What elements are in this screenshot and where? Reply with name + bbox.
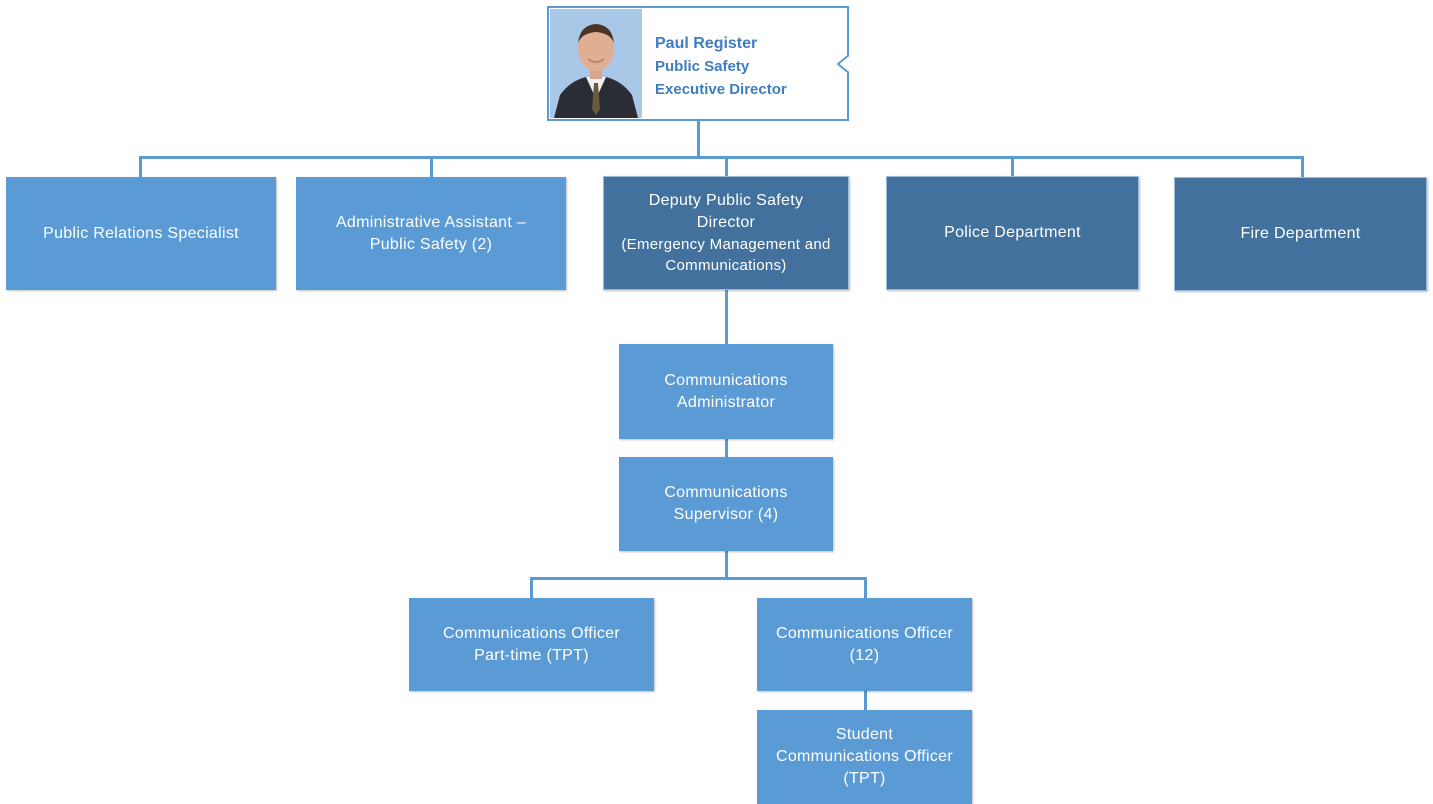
connector-deputy-to-admin [725, 290, 728, 345]
connector-officers-horizontal [530, 577, 867, 580]
box-public-relations-specialist[interactable]: Public Relations Specialist [6, 177, 276, 290]
executive-card[interactable]: Paul Register Public Safety Executive Di… [547, 6, 849, 121]
connector-to-public-relations [139, 156, 142, 178]
collapse-caret-icon[interactable] [837, 55, 849, 73]
connector-to-officer-pt [530, 577, 533, 599]
officer-pt-line1: Communications Officer [442, 624, 621, 642]
portrait-photo [550, 9, 642, 118]
connector-to-fire [1301, 156, 1304, 178]
deputy-line4: Communications) [665, 257, 787, 274]
box-police-department[interactable]: Police Department [886, 176, 1139, 290]
student-line2: Communications Officer [775, 748, 954, 765]
connector-supervisor-down [725, 551, 728, 580]
box-student-communications-officer[interactable]: Student Communications Officer (TPT) [757, 710, 972, 804]
public-relations-label: Public Relations Specialist [43, 224, 239, 242]
admin-assistant-line1: Administrative Assistant – [335, 213, 527, 231]
connector-officer-to-student [864, 691, 867, 711]
box-communications-officer-part-time[interactable]: Communications Officer Part-time (TPT) [409, 598, 654, 691]
connector-admin-to-supervisor [725, 439, 728, 458]
admin-assistant-line2: Public Safety (2) [369, 235, 493, 253]
deputy-line3: (Emergency Management and [621, 236, 831, 253]
student-line3: (TPT) [843, 770, 886, 787]
connector-to-officer [864, 577, 867, 599]
box-communications-officer[interactable]: Communications Officer (12) [757, 598, 972, 691]
box-deputy-director[interactable]: Deputy Public Safety Director (Emergency… [603, 176, 849, 290]
connector-to-admin-assistant [430, 156, 433, 178]
administrator-line1: Communications [664, 371, 788, 389]
officer-line2: (12) [849, 646, 880, 664]
connector-top-horizontal [139, 156, 1304, 159]
box-administrative-assistant[interactable]: Administrative Assistant – Public Safety… [296, 177, 566, 290]
officer-pt-line2: Part-time (TPT) [474, 646, 589, 664]
executive-info: Paul Register Public Safety Executive Di… [655, 32, 787, 101]
executive-title-line1: Public Safety [655, 58, 750, 75]
supervisor-line1: Communications [664, 484, 788, 501]
executive-name: Paul Register [655, 35, 758, 52]
administrator-line2: Administrator [676, 393, 776, 411]
box-communications-administrator[interactable]: Communications Administrator [619, 344, 833, 439]
deputy-line2: Director [696, 214, 756, 231]
deputy-line1: Deputy Public Safety [648, 192, 804, 209]
student-line1: Student [835, 726, 894, 743]
connector-exec-down [697, 121, 700, 159]
connector-to-deputy [725, 156, 728, 178]
fire-label: Fire Department [1240, 225, 1361, 242]
officer-line1: Communications Officer [775, 624, 954, 642]
police-label: Police Department [944, 224, 1081, 241]
connector-to-police [1011, 156, 1014, 178]
supervisor-line2: Supervisor (4) [673, 506, 779, 523]
box-communications-supervisor[interactable]: Communications Supervisor (4) [619, 457, 833, 551]
box-fire-department[interactable]: Fire Department [1174, 177, 1427, 291]
executive-title-line2: Executive Director [655, 81, 787, 98]
